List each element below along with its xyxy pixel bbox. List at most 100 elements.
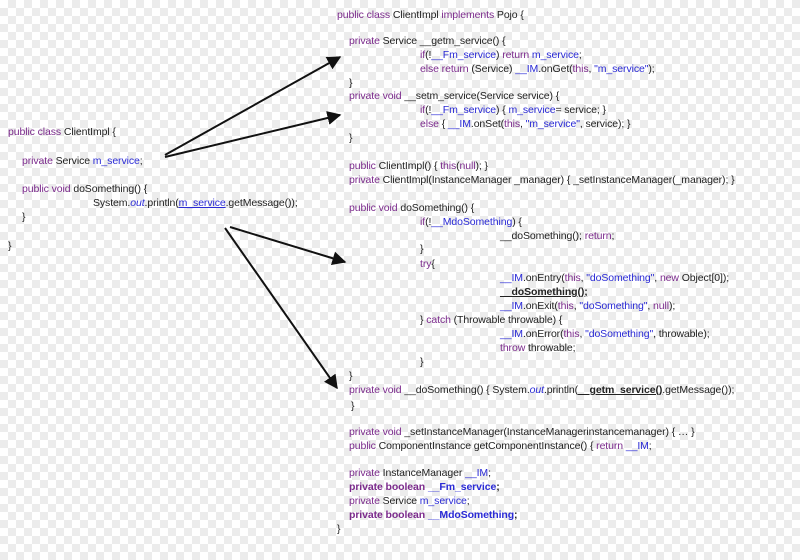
right-token: new	[659, 272, 679, 284]
right-token: ClientImpl(InstanceManager _manager) { _…	[379, 174, 735, 186]
right-token: return	[502, 49, 530, 61]
right-token: (!	[425, 216, 432, 228]
right-token: try	[420, 258, 432, 270]
right-token: ;	[578, 49, 582, 61]
right-token: ,	[647, 300, 654, 312]
right-token: __IM	[625, 440, 649, 452]
right-token: throwable;	[525, 342, 576, 354]
right-token: __IM	[500, 272, 523, 284]
right-line: private void __doSomething() { System.ou…	[349, 384, 734, 397]
right-token: private	[349, 174, 380, 186]
right-token: Object[0]);	[678, 272, 730, 284]
right-token: m_service	[419, 495, 467, 507]
right-line: private void __setm_service(Service serv…	[349, 90, 559, 103]
right-line: }	[349, 132, 353, 145]
right-token: = service; }	[555, 104, 606, 116]
left-token: System.	[93, 197, 131, 209]
right-token: (!	[425, 49, 432, 61]
right-line: __IM.onEntry(this, "doSomething", new Ob…	[500, 272, 729, 285]
right-token: }	[349, 77, 353, 89]
right-token: ;	[466, 495, 470, 507]
right-token: this	[563, 328, 580, 340]
right-token: }	[349, 370, 353, 382]
right-token: ComponentInstance getComponentInstance()…	[375, 440, 597, 452]
right-token: ,	[580, 272, 587, 284]
right-token: ;	[648, 440, 652, 452]
right-token: ) {	[512, 216, 522, 228]
right-token: "m_service"	[594, 63, 649, 75]
right-line: if(!__MdoSomething) {	[420, 216, 522, 229]
right-token: private void	[349, 384, 402, 396]
right-token: "doSomething"	[586, 272, 655, 284]
left-line: private Service m_service;	[22, 155, 143, 168]
right-line: private boolean __MdoSomething;	[349, 509, 518, 522]
right-token: private void	[349, 90, 402, 102]
left-token: public void	[22, 183, 71, 195]
right-token: .println(	[543, 384, 579, 396]
right-token: this	[504, 118, 520, 130]
right-token: );	[648, 63, 655, 75]
right-token: __doSomething();	[500, 230, 585, 242]
right-token: (Throwable throwable) {	[450, 314, 563, 326]
right-token: __IM	[515, 63, 539, 75]
left-token: m_service	[178, 197, 226, 209]
right-token: __MdoSomething	[427, 509, 515, 521]
right-token: .onExit(	[522, 300, 558, 312]
right-token: }	[349, 132, 353, 144]
right-token: private	[349, 495, 380, 507]
right-token: ;	[611, 230, 615, 242]
right-token: __getm_service()	[578, 384, 663, 396]
left-line: }	[22, 211, 26, 224]
right-token: __Fm_service	[427, 481, 497, 493]
left-token: }	[22, 211, 26, 223]
right-token: {	[431, 258, 435, 270]
right-token: this	[557, 300, 574, 312]
right-token: private boolean	[349, 509, 426, 521]
right-token: }	[420, 356, 424, 368]
right-token: this	[572, 63, 589, 75]
right-token: ClientImpl	[390, 9, 442, 21]
right-line: if(!__Fm_service) { m_service= service; …	[420, 104, 606, 117]
right-token: m_service	[531, 49, 579, 61]
right-line: private ClientImpl(InstanceManager _mana…	[349, 174, 735, 187]
right-line: throw throwable;	[500, 342, 576, 355]
right-token: Service __getm_service() {	[379, 35, 506, 47]
right-token: ;	[496, 481, 500, 493]
left-token: doSomething() {	[70, 183, 148, 195]
right-token: out	[529, 384, 544, 396]
right-line: } catch (Throwable throwable) {	[420, 314, 562, 327]
right-token: (	[456, 160, 460, 172]
right-line: }	[420, 356, 424, 369]
right-token: ); }	[475, 160, 489, 172]
left-token: }	[8, 240, 12, 252]
right-token: __setm_service(Service service) {	[401, 90, 560, 102]
left-token: ClientImpl {	[61, 126, 116, 138]
right-token: else	[420, 118, 439, 130]
right-line: else { __IM.onSet(this, "m_service", ser…	[420, 118, 631, 131]
right-token: __IM	[500, 328, 523, 340]
right-token: implements	[441, 9, 495, 21]
right-token: __IM	[465, 467, 489, 479]
right-line: __doSomething(); return;	[500, 230, 614, 243]
right-token: )	[496, 49, 503, 61]
arrow-to-setter	[164, 111, 342, 158]
right-token: public	[349, 440, 376, 452]
right-token: }	[420, 243, 424, 255]
right-token: .onEntry(	[522, 272, 565, 284]
right-token: public void	[349, 202, 398, 214]
right-token: "m_service"	[525, 118, 580, 130]
right-line: private Service m_service;	[349, 495, 470, 508]
right-token: .onSet(	[470, 118, 505, 130]
right-line: public class ClientImpl implements Pojo …	[337, 9, 524, 22]
right-token: {	[438, 118, 448, 130]
right-line: __IM.onExit(this, "doSomething", null);	[500, 300, 675, 313]
right-token: ) {	[496, 104, 509, 116]
right-token: .onError(	[522, 328, 564, 340]
right-line: try{	[420, 258, 435, 271]
right-token: Pojo {	[494, 9, 524, 21]
right-token: ;	[488, 467, 491, 479]
left-line: public void doSomething() {	[22, 183, 147, 196]
right-token: ,	[588, 63, 595, 75]
right-token: __MdoSomething	[431, 216, 513, 228]
right-token: InstanceManager	[379, 467, 466, 479]
